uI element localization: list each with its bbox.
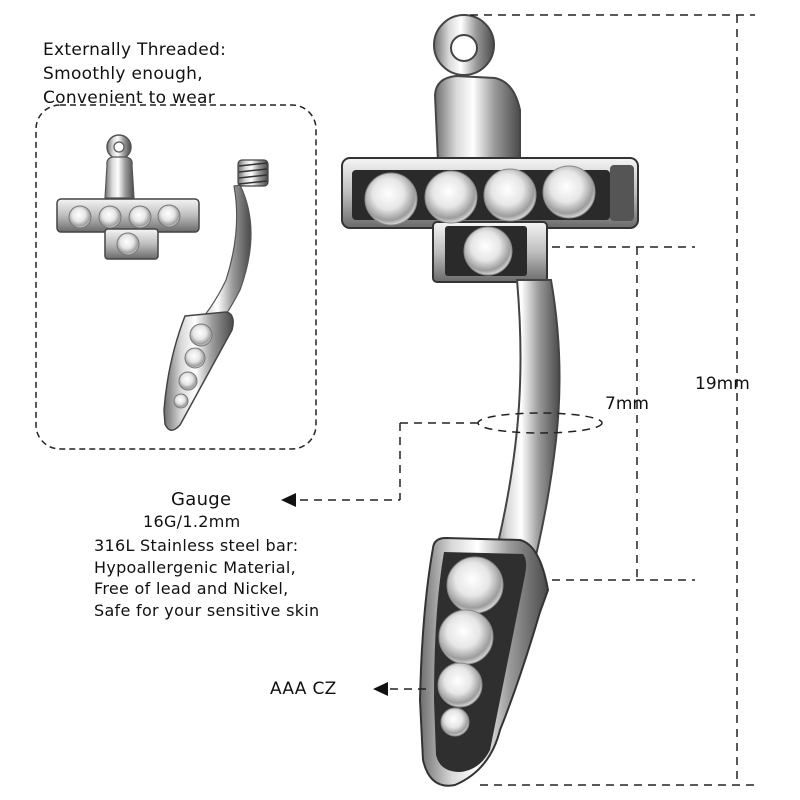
material-description: 316L Stainless steel bar: Hypoallergenic… (94, 535, 319, 621)
material-line-1: 316L Stainless steel bar: (94, 536, 299, 555)
gem (446, 556, 504, 614)
stone-label: AAA CZ (270, 679, 337, 699)
callout-line-2: Smoothly enough, (43, 64, 203, 84)
gem (437, 662, 483, 708)
gem (424, 170, 478, 224)
gauge-arrow (281, 493, 296, 507)
total-length-label: 19mm (695, 374, 750, 394)
bar-length-label: 7mm (605, 394, 649, 414)
dimension-lines (300, 14, 755, 786)
threading-callout: Externally Threaded: Smoothly enough, Co… (43, 38, 226, 110)
callout-line-1: Externally Threaded: (43, 40, 227, 60)
inset-threaded-bar (163, 159, 269, 431)
gauge-label: Gauge (171, 489, 232, 510)
detail-inset-frame (35, 104, 317, 450)
main-jewelry-piece (341, 14, 639, 787)
gem (438, 609, 494, 665)
material-line-3: Free of lead and Nickel, (94, 579, 289, 598)
material-line-4: Safe for your sensitive skin (94, 600, 320, 620)
material-line-2: Hypoallergenic Material, (94, 557, 297, 577)
gem (542, 165, 596, 219)
gauge-value: 16G/1.2mm (143, 512, 241, 531)
stone-arrow (373, 682, 388, 696)
gem (463, 226, 513, 276)
gem (364, 172, 418, 226)
gem (483, 168, 537, 222)
gem (440, 707, 470, 737)
callout-line-3: Convenient to wear (43, 88, 216, 108)
inset-top-piece (56, 134, 200, 260)
